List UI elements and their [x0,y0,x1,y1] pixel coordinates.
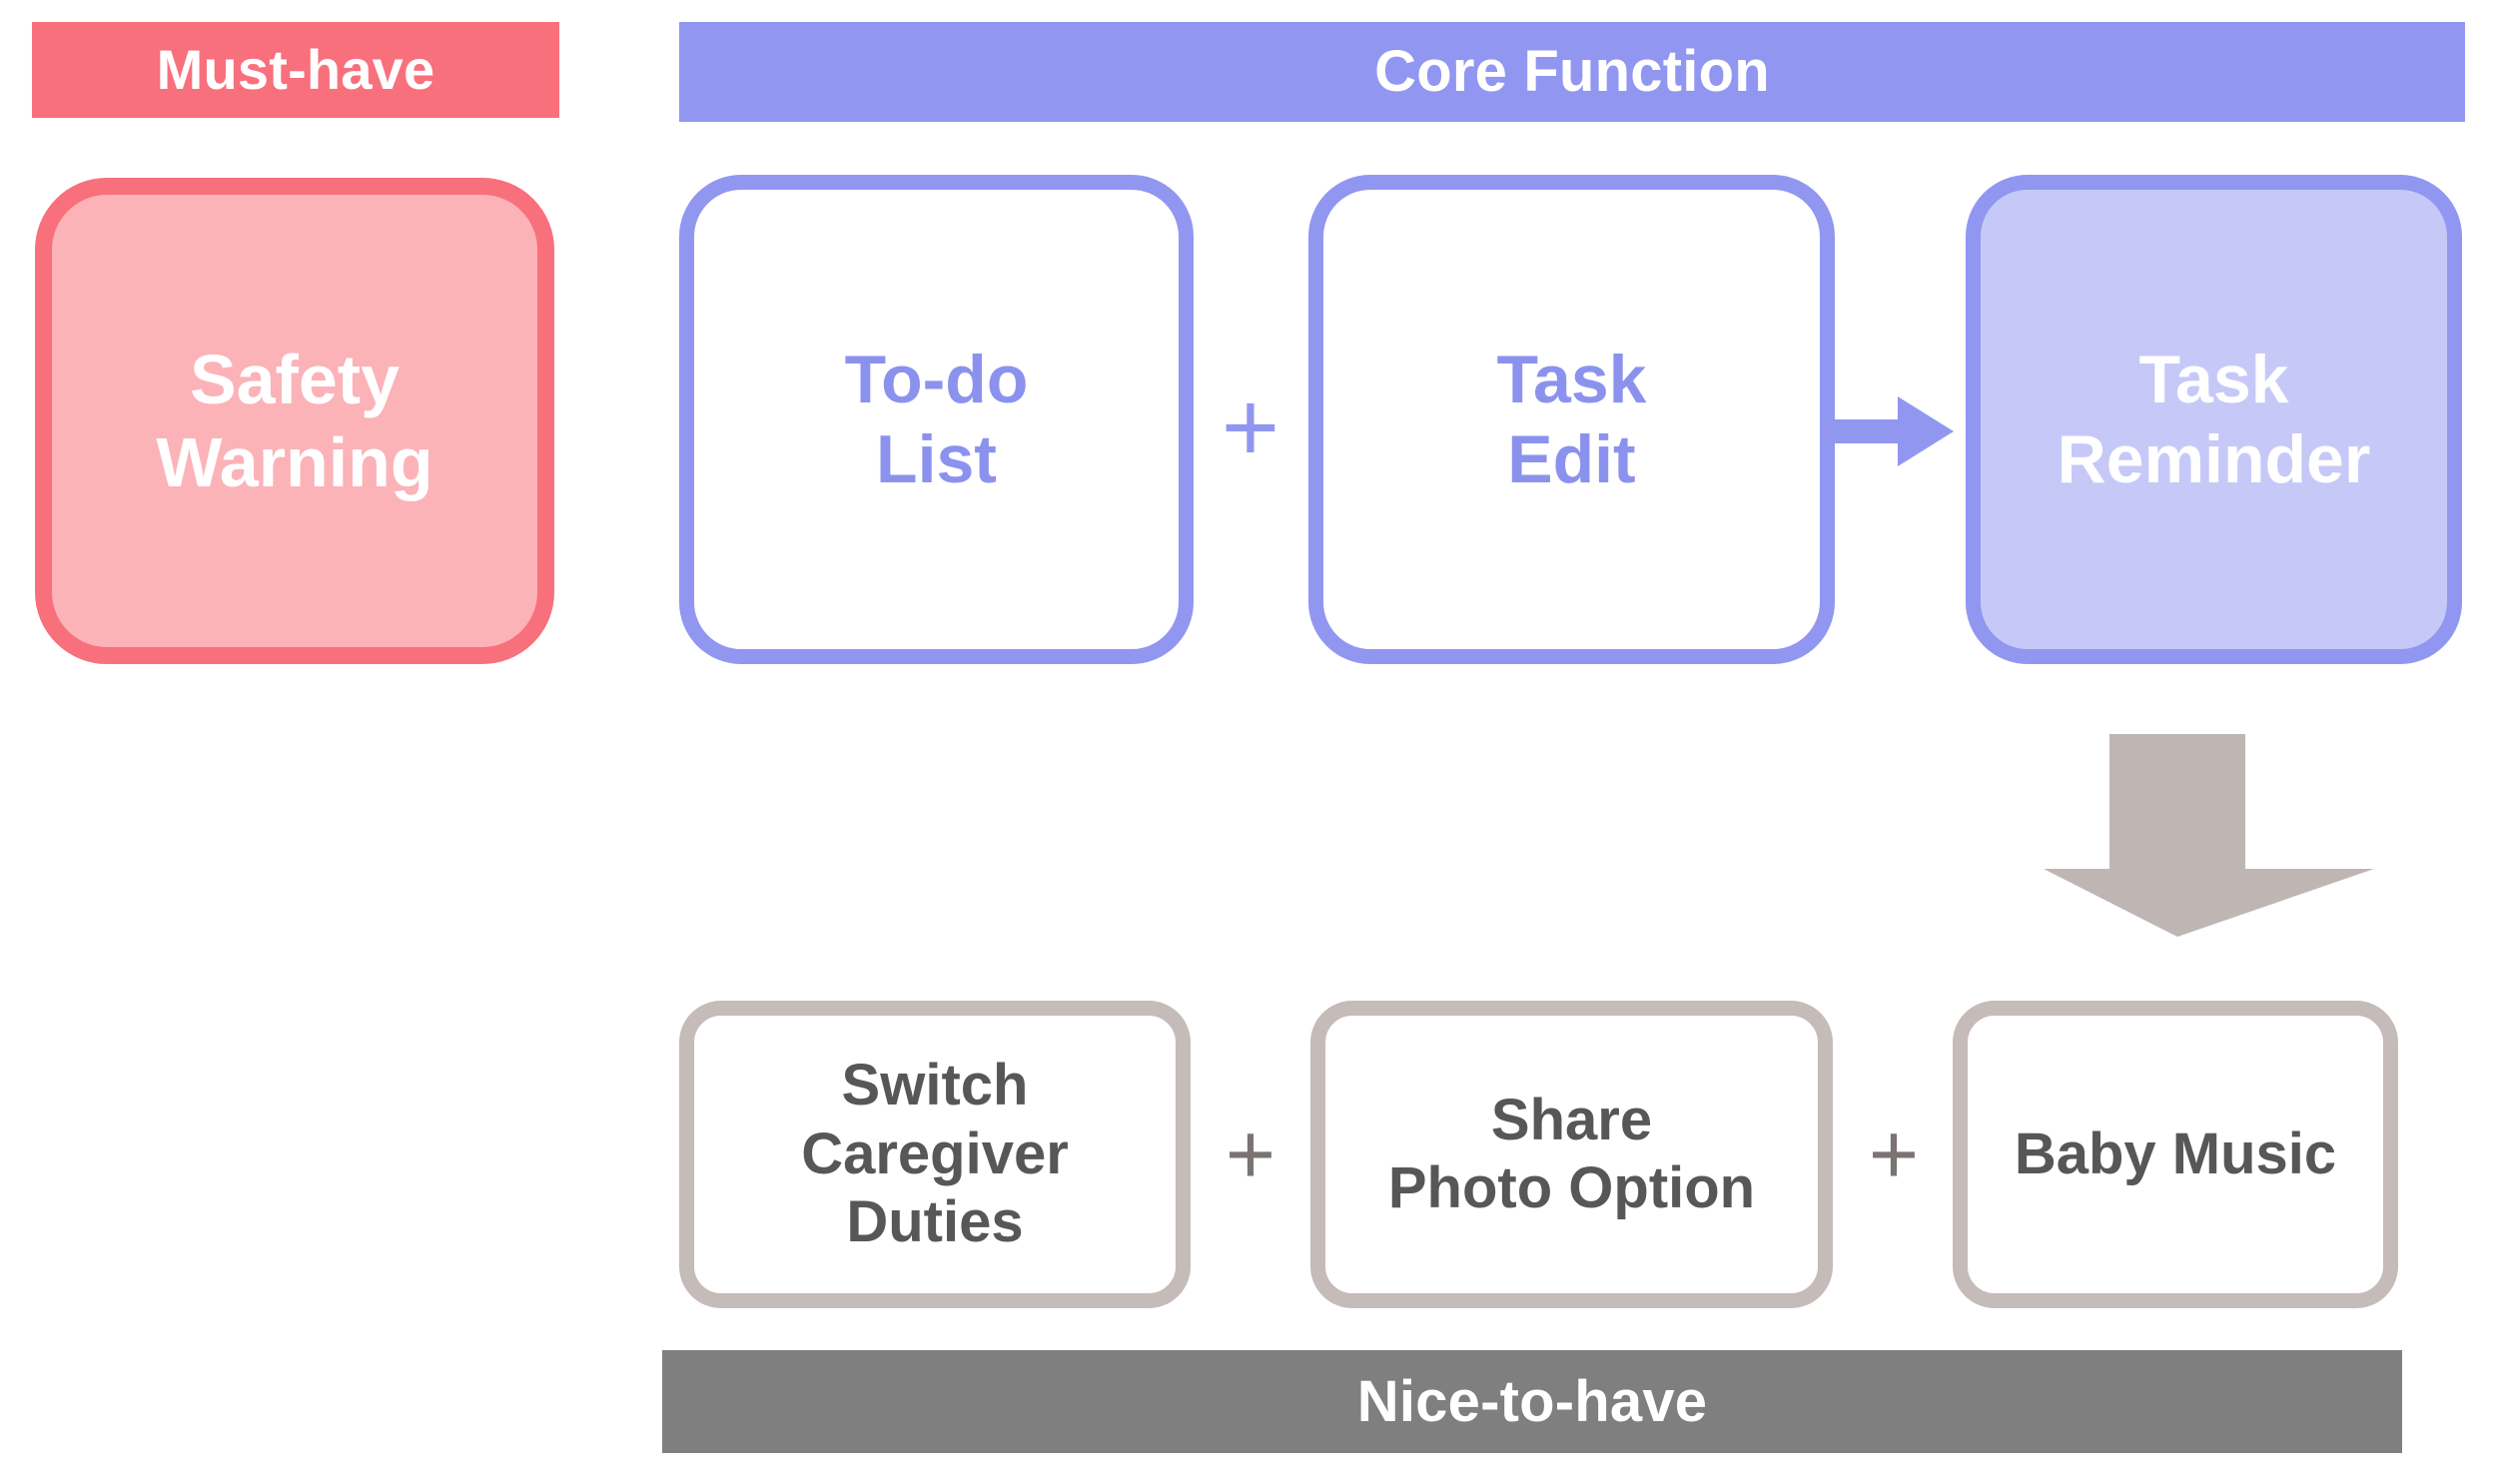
node-baby-music: Baby Music [1953,1001,2398,1308]
arrow-right-icon [1826,396,1954,466]
node-safety-warning: Safety Warning [35,178,554,664]
banner-must-have: Must-have [32,22,559,118]
node-todo-list: To-do List [679,175,1194,664]
node-switch-caregiver-duties: Switch Caregiver Duties [679,1001,1191,1308]
node-share-photo-option: Share Photo Option [1310,1001,1833,1308]
plus-connector-core: + [1221,371,1280,483]
node-task-reminder: Task Reminder [1966,175,2462,664]
banner-core-function: Core Function [679,22,2465,122]
plus-connector-nice-2: + [1868,1107,1920,1202]
banner-nice-to-have: Nice-to-have [662,1350,2402,1453]
plus-connector-nice-1: + [1225,1107,1276,1202]
node-task-edit: Task Edit [1308,175,1835,664]
arrow-down-icon [2044,734,2374,937]
